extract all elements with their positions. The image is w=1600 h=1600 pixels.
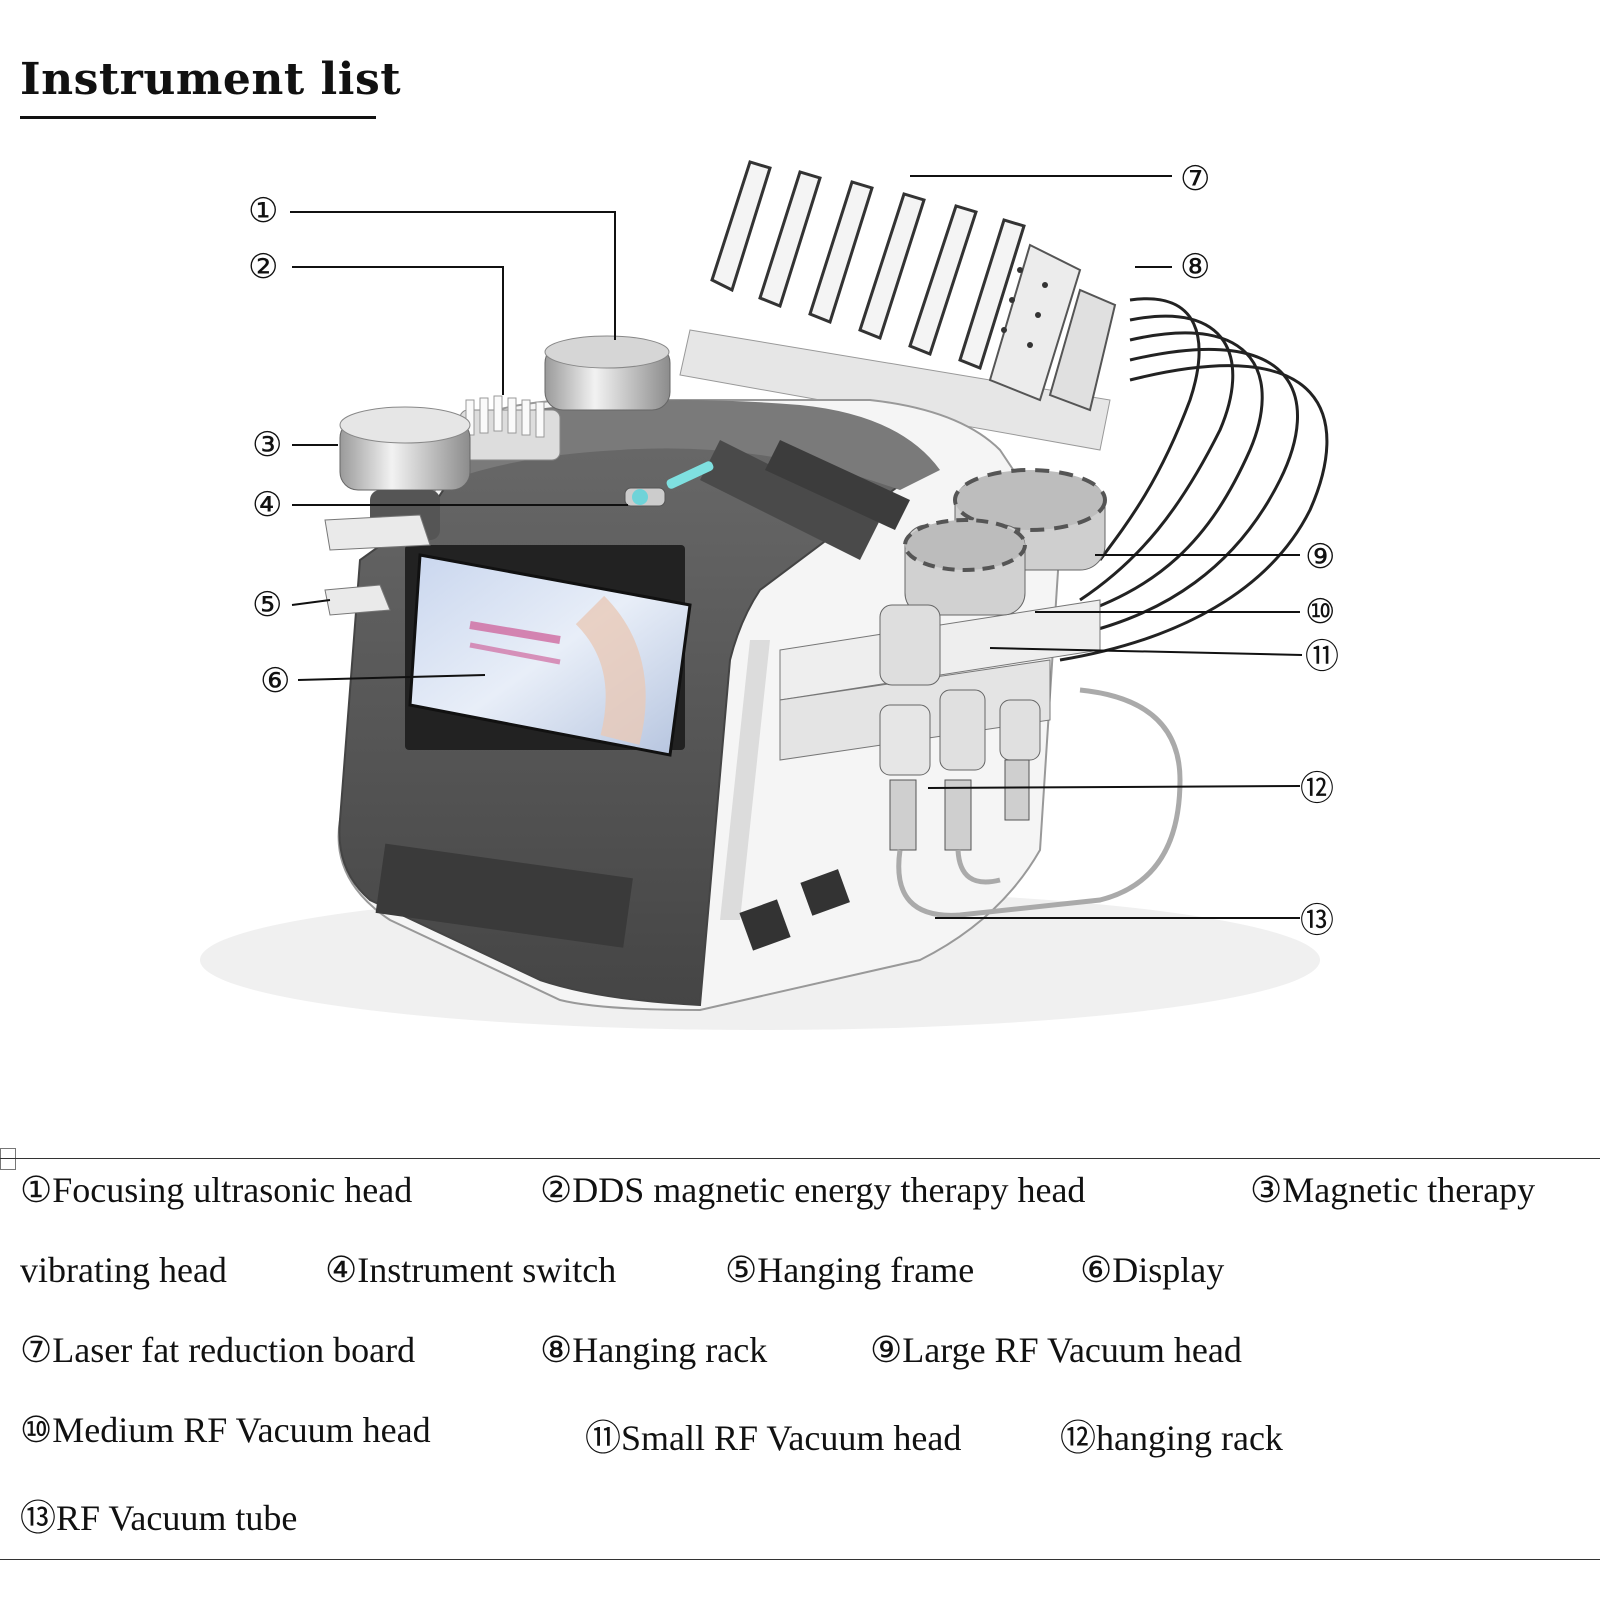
legend-item-4: ④Instrument switch [325, 1250, 617, 1290]
left-heads [324, 335, 671, 616]
callout-5: ⑤ [252, 585, 282, 625]
page-title: Instrument list [20, 54, 402, 105]
instrument-diagram: ① ② ③ ④ ⑤ ⑥ ⑦ ⑧ ⑨ ⑩ ⑪ ⑫ ⑬ [200, 159, 1339, 1030]
cables [1049, 297, 1329, 662]
legend-item-11: ⑪Small RF Vacuum head [585, 1418, 962, 1458]
callout-9: ⑨ [1305, 537, 1335, 577]
laser-boards [679, 160, 1117, 451]
legend-item-12: ⑫hanging rack [1060, 1418, 1283, 1458]
legend-item-7: ⑦Laser fat reduction board [20, 1330, 416, 1370]
callout-10: ⑩ [1305, 592, 1335, 632]
legend-item-1: ①Focusing ultrasonic head [20, 1170, 413, 1210]
title-underline [20, 116, 376, 119]
callout-12: ⑫ [1300, 769, 1334, 809]
legend-item-3: ③Magnetic therapy [1250, 1170, 1536, 1210]
callout-11: ⑪ [1305, 637, 1339, 677]
callout-2: ② [248, 247, 278, 287]
callout-8: ⑧ [1180, 247, 1210, 287]
callout-7: ⑦ [1180, 159, 1210, 199]
legend-item-3-cont: vibrating head [20, 1250, 227, 1290]
callout-numbers: ① ② ③ ④ ⑤ ⑥ ⑦ ⑧ ⑨ ⑩ ⑪ ⑫ ⑬ [248, 159, 1339, 941]
legend-item-5: ⑤Hanging frame [725, 1250, 975, 1290]
legend-item-2: ②DDS magnetic energy therapy head [540, 1170, 1086, 1210]
legend-item-8: ⑧Hanging rack [540, 1330, 768, 1370]
leader-lines [290, 175, 1303, 919]
legend-table: ①Focusing ultrasonic head ②DDS magnetic … [0, 1158, 1600, 1560]
main-body [337, 398, 1062, 1012]
callout-6: ⑥ [260, 661, 290, 701]
callout-1: ① [248, 191, 278, 231]
callout-4: ④ [252, 485, 282, 525]
legend-item-6: ⑥Display [1080, 1250, 1225, 1290]
table-handle-icon [0, 1148, 16, 1170]
legend-item-13: ⑬RF Vacuum tube [20, 1498, 298, 1538]
right-heads [779, 468, 1183, 918]
legend-item-10: ⑩Medium RF Vacuum head [20, 1410, 431, 1450]
callout-13: ⑬ [1300, 901, 1334, 941]
callout-3: ③ [252, 425, 282, 465]
legend-item-9: ⑨Large RF Vacuum head [870, 1330, 1242, 1370]
